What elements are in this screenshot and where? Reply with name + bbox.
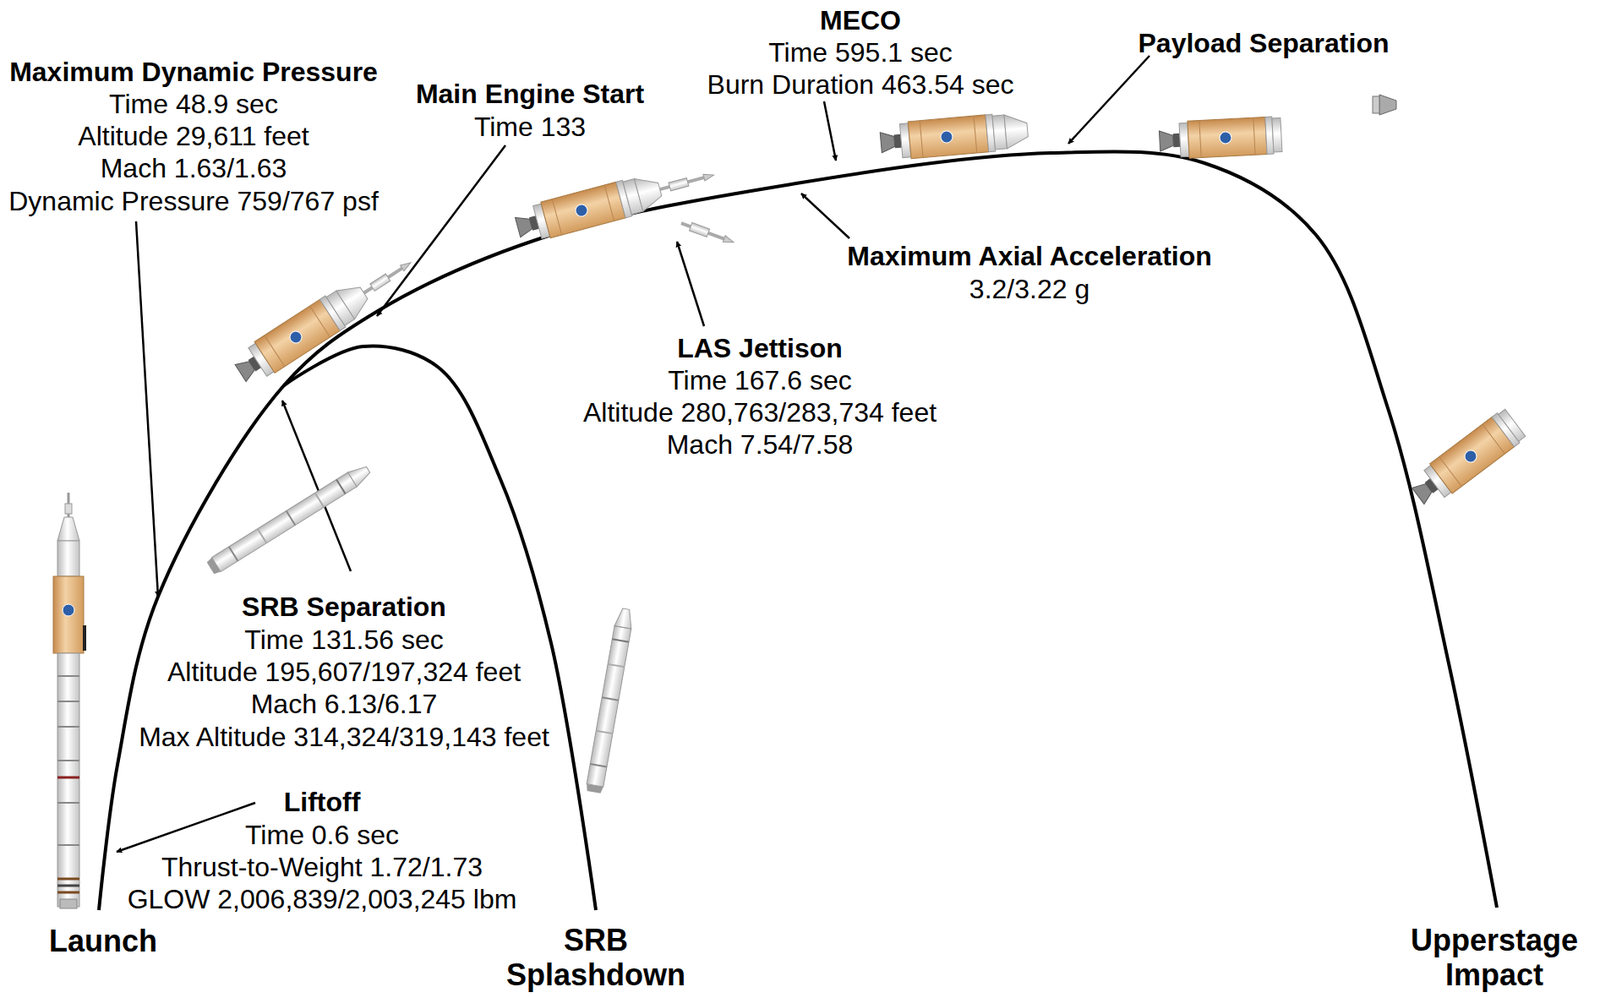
- leader-arrow: [1068, 55, 1150, 144]
- leader-arrow: [376, 145, 506, 317]
- capsule: [1372, 94, 1397, 115]
- leader-arrow: [677, 241, 705, 327]
- upper-stage-with-las: [513, 157, 719, 246]
- leader-arrow: [116, 802, 256, 852]
- event-detail: Mach 7.54/7.58: [666, 428, 854, 461]
- upper-stage: [1158, 116, 1283, 160]
- event-detail: Mach 6.13/6.17: [251, 688, 438, 721]
- upper-stage-falling: [1406, 408, 1526, 512]
- upper-stage-with-capsule: [879, 111, 1029, 162]
- launch-vehicle: [53, 492, 87, 909]
- event-detail: GLOW 2,006,839/2,003,245 lbm: [127, 883, 518, 916]
- event-detail: Dynamic Pressure 759/767 psf: [8, 185, 379, 218]
- event-title: Liftoff: [283, 786, 361, 819]
- event-detail: 3.2/3.22 g: [969, 273, 1090, 306]
- event-detail: Time 133: [474, 110, 586, 143]
- event-title: Maximum Axial Acceleration: [846, 240, 1213, 273]
- event-detail: Time 167.6 sec: [667, 364, 852, 397]
- event-detail: Time 131.56 sec: [244, 623, 443, 656]
- trajectory-curve: [98, 151, 1497, 911]
- event-detail: Thrust-to-Weight 1.72/1.73: [161, 851, 483, 884]
- event-detail: Mach 1.63/1.63: [100, 152, 288, 185]
- event-title: Payload Separation: [1138, 27, 1390, 60]
- srb-separated: [206, 462, 373, 576]
- site-label: SRB Splashdown: [506, 922, 686, 994]
- site-label: Launch: [49, 922, 158, 960]
- event-detail: Time 48.9 sec: [109, 87, 279, 121]
- las-jettisoned: [679, 218, 735, 246]
- event-detail: Burn Duration 463.54 sec: [707, 68, 1015, 101]
- event-detail: Altitude 29,611 feet: [77, 120, 309, 153]
- upper-stage-with-las: [230, 246, 421, 389]
- event-detail: Time 0.6 sec: [245, 819, 399, 852]
- event-detail: Altitude 195,607/197,324 feet: [167, 655, 521, 689]
- srb-falling: [585, 607, 635, 794]
- event-title: Maximum Dynamic Pressure: [9, 55, 378, 88]
- event-detail: Max Altitude 314,324/319,143 feet: [138, 720, 550, 754]
- event-title: LAS Jettison: [677, 332, 843, 365]
- event-title: Main Engine Start: [415, 77, 645, 110]
- event-title: SRB Separation: [241, 590, 447, 623]
- event-detail: Altitude 280,763/283,734 feet: [583, 396, 937, 429]
- leader-arrow: [824, 101, 836, 161]
- event-title: MECO: [819, 4, 902, 37]
- leader-arrow: [801, 193, 850, 239]
- event-detail: Time 595.1 sec: [768, 36, 953, 69]
- leader-arrow: [136, 221, 159, 597]
- site-label: Upperstage Impact: [1410, 922, 1579, 994]
